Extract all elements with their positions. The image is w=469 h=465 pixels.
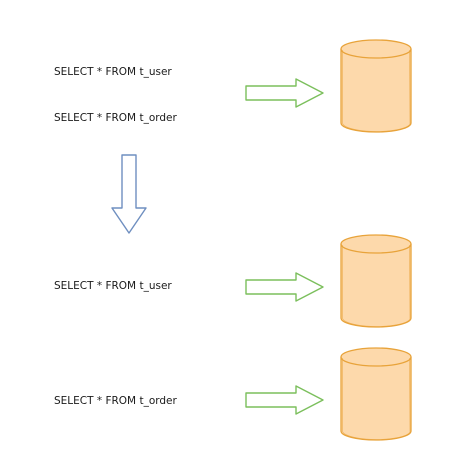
group-before: SELECT * FROM t_user SELECT * FROM t_ord… <box>54 39 412 133</box>
query-before-user: SELECT * FROM t_user <box>54 66 172 78</box>
database-icon <box>340 347 412 441</box>
database-icon <box>340 39 412 133</box>
query-before-order: SELECT * FROM t_order <box>54 112 177 124</box>
database-icon <box>340 234 412 328</box>
right-arrow-icon <box>245 78 324 108</box>
group-after-user: SELECT * FROM t_user <box>54 234 412 328</box>
query-after-order: SELECT * FROM t_order <box>54 395 177 407</box>
query-after-user: SELECT * FROM t_user <box>54 280 172 292</box>
right-arrow-icon <box>245 272 324 302</box>
right-arrow-icon <box>245 385 324 415</box>
group-after-order: SELECT * FROM t_order <box>54 347 412 441</box>
down-arrow-icon <box>111 154 147 234</box>
